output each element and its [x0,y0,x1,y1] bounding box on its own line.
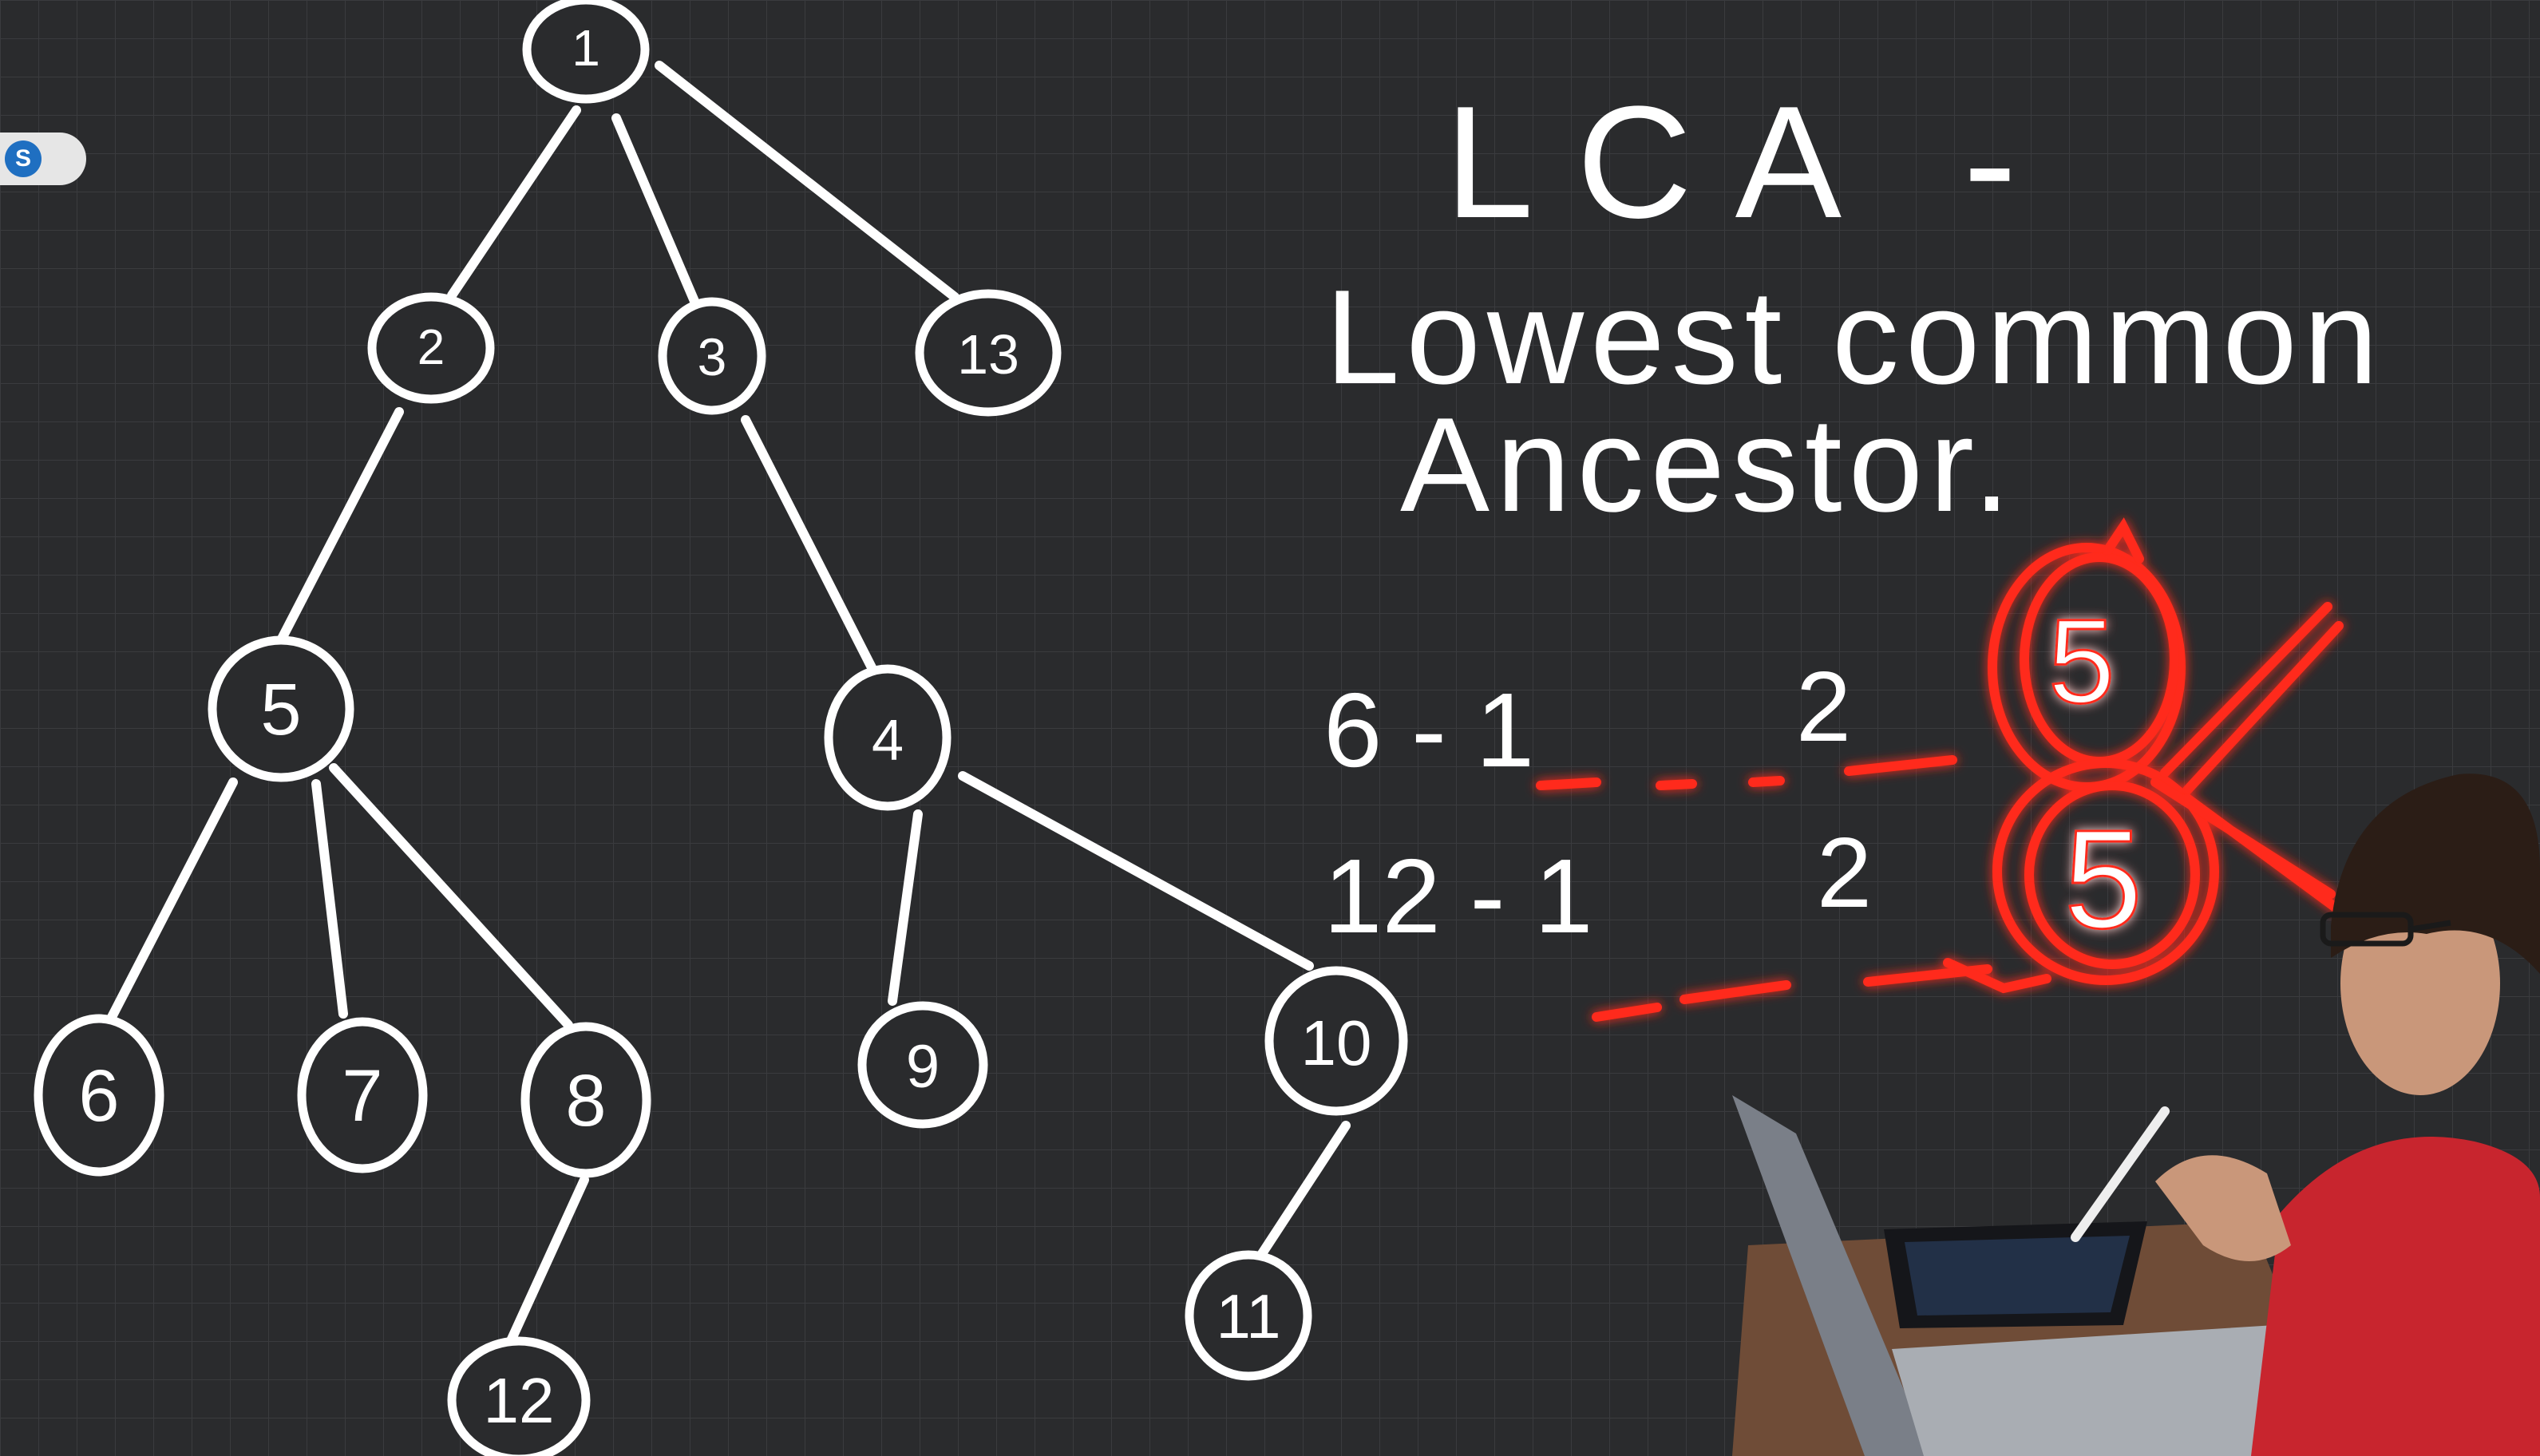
presenter [1732,774,2540,1456]
svg-text:11: 11 [1217,1281,1281,1351]
presenter-hair [2331,774,2540,974]
svg-text:2: 2 [417,320,445,375]
svg-text:9: 9 [906,1033,940,1101]
svg-text:13: 13 [957,323,1019,386]
notes-line1: Lowest common [1325,262,2384,412]
tree-node-5: 5 [208,635,354,782]
tree-node-7: 7 [297,1017,428,1173]
red-highlight-digits: 5 5 [2047,593,2144,959]
tree-node-10: 10 [1264,966,1408,1116]
path12-end: 5 [2064,801,2142,958]
svg-text:6: 6 [78,1055,119,1137]
svg-text:3: 3 [698,327,727,386]
path6-mid: 2 [1796,652,1851,762]
tree-node-2: 2 [367,292,495,404]
laptop-keyboard [1892,1325,2339,1456]
tree-node-8: 8 [520,1022,651,1178]
red-highlights [1536,517,2344,1022]
svg-text:4: 4 [872,709,904,773]
svg-text:10: 10 [1301,1007,1372,1078]
svg-text:7: 7 [342,1055,382,1137]
svg-text:1: 1 [572,19,600,77]
tree-node-11: 11 [1185,1250,1312,1381]
tree-nodes: 1 2 3 13 5 4 6 7 8 9 10 11 12 [34,0,1408,1456]
tree-node-12: 12 [447,1336,591,1456]
svg-text:5: 5 [260,669,301,750]
tree-node-13: 13 [915,289,1062,417]
tree-edges [105,61,1351,1349]
notes-line2: Ancestor. [1400,390,2016,540]
tree-node-6: 6 [34,1014,164,1177]
svg-text:12: 12 [484,1365,555,1436]
path6-lead: 6 - 1 [1323,671,1534,789]
tree-node-9: 9 [857,1001,988,1129]
path12-lead: 12 - 1 [1323,837,1593,955]
notes-title: LCA - [1445,73,2059,251]
svg-text:8: 8 [565,1060,606,1141]
stylus [2071,1106,2170,1242]
tree-node-4: 4 [824,664,952,811]
tree-node-3: 3 [658,297,766,415]
path6-end: 5 [2048,594,2115,728]
overlay-badge[interactable]: S [5,140,42,177]
path12-mid: 2 [1817,818,1872,928]
notes: LCA - Lowest common Ancestor. 6 - 1 2 12… [1323,73,2384,955]
presenter-shirt [2251,1137,2540,1456]
laptop-screen [1732,1095,1932,1456]
tree-node-1: 1 [522,0,650,104]
